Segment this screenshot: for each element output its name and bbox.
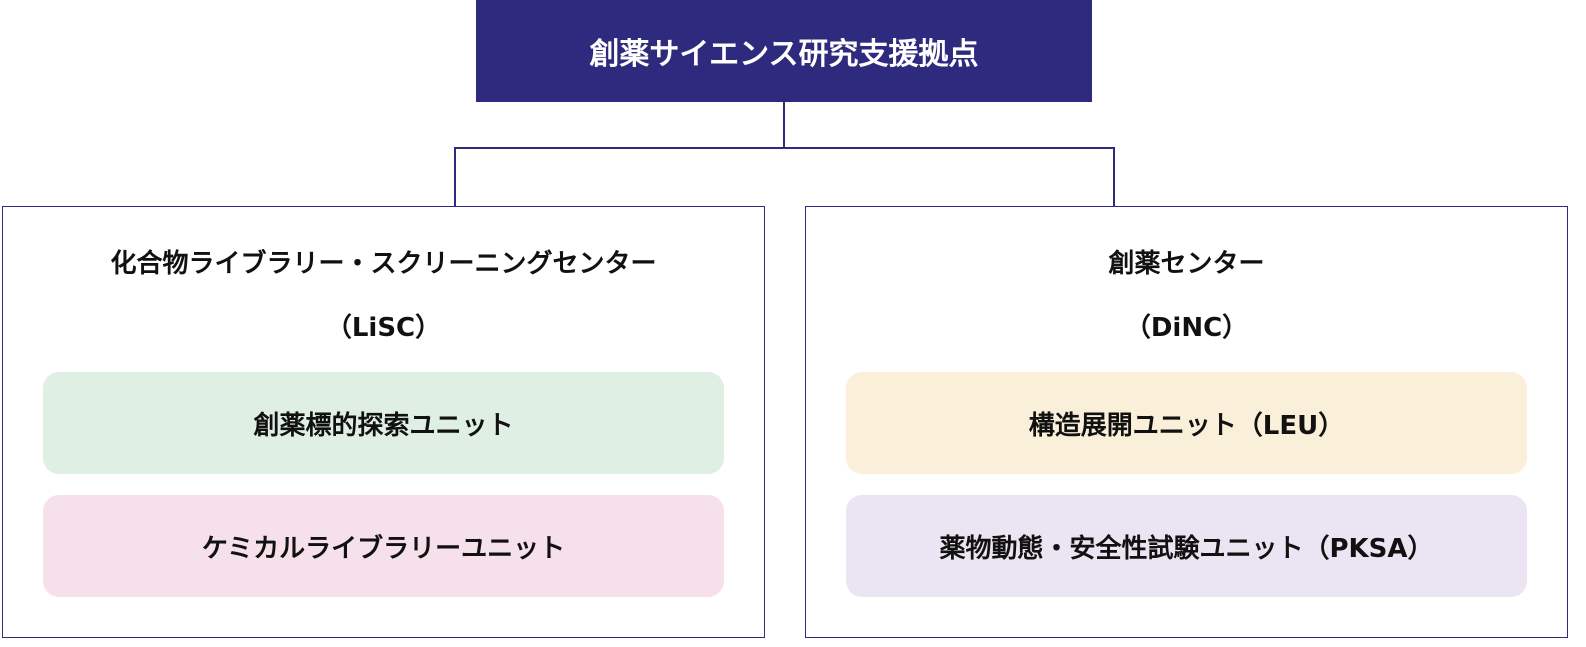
center-abbr: （LiSC） [325,313,442,343]
unit-chemical-library: ケミカルライブラリーユニット [43,495,724,597]
center-abbr: （DiNC） [1124,313,1249,343]
center-lisc: 化合物ライブラリー・スクリーニングセンター （LiSC） 創薬標的探索ユニット … [2,206,765,638]
unit-target-discovery: 創薬標的探索ユニット [43,372,724,474]
center-name: 創薬センター [1108,249,1265,279]
unit-label: 薬物動態・安全性試験ユニット（PKSA） [939,533,1434,564]
unit-label: 創薬標的探索ユニット [253,410,514,441]
unit-label: 構造展開ユニット（LEU） [1028,410,1345,441]
center-dinc: 創薬センター （DiNC） 構造展開ユニット（LEU） 薬物動態・安全性試験ユニ… [805,206,1568,638]
connector-left [454,147,456,207]
root-node: 創薬サイエンス研究支援拠点 [476,0,1092,102]
root-label: 創薬サイエンス研究支援拠点 [589,37,979,72]
connector-trunk [783,102,785,149]
center-name: 化合物ライブラリー・スクリーニングセンター [110,249,657,279]
unit-leu: 構造展開ユニット（LEU） [846,372,1527,474]
connector-horizontal [454,147,1115,149]
unit-label: ケミカルライブラリーユニット [201,533,566,564]
unit-pksa: 薬物動態・安全性試験ユニット（PKSA） [846,495,1527,597]
connector-right [1113,147,1115,207]
